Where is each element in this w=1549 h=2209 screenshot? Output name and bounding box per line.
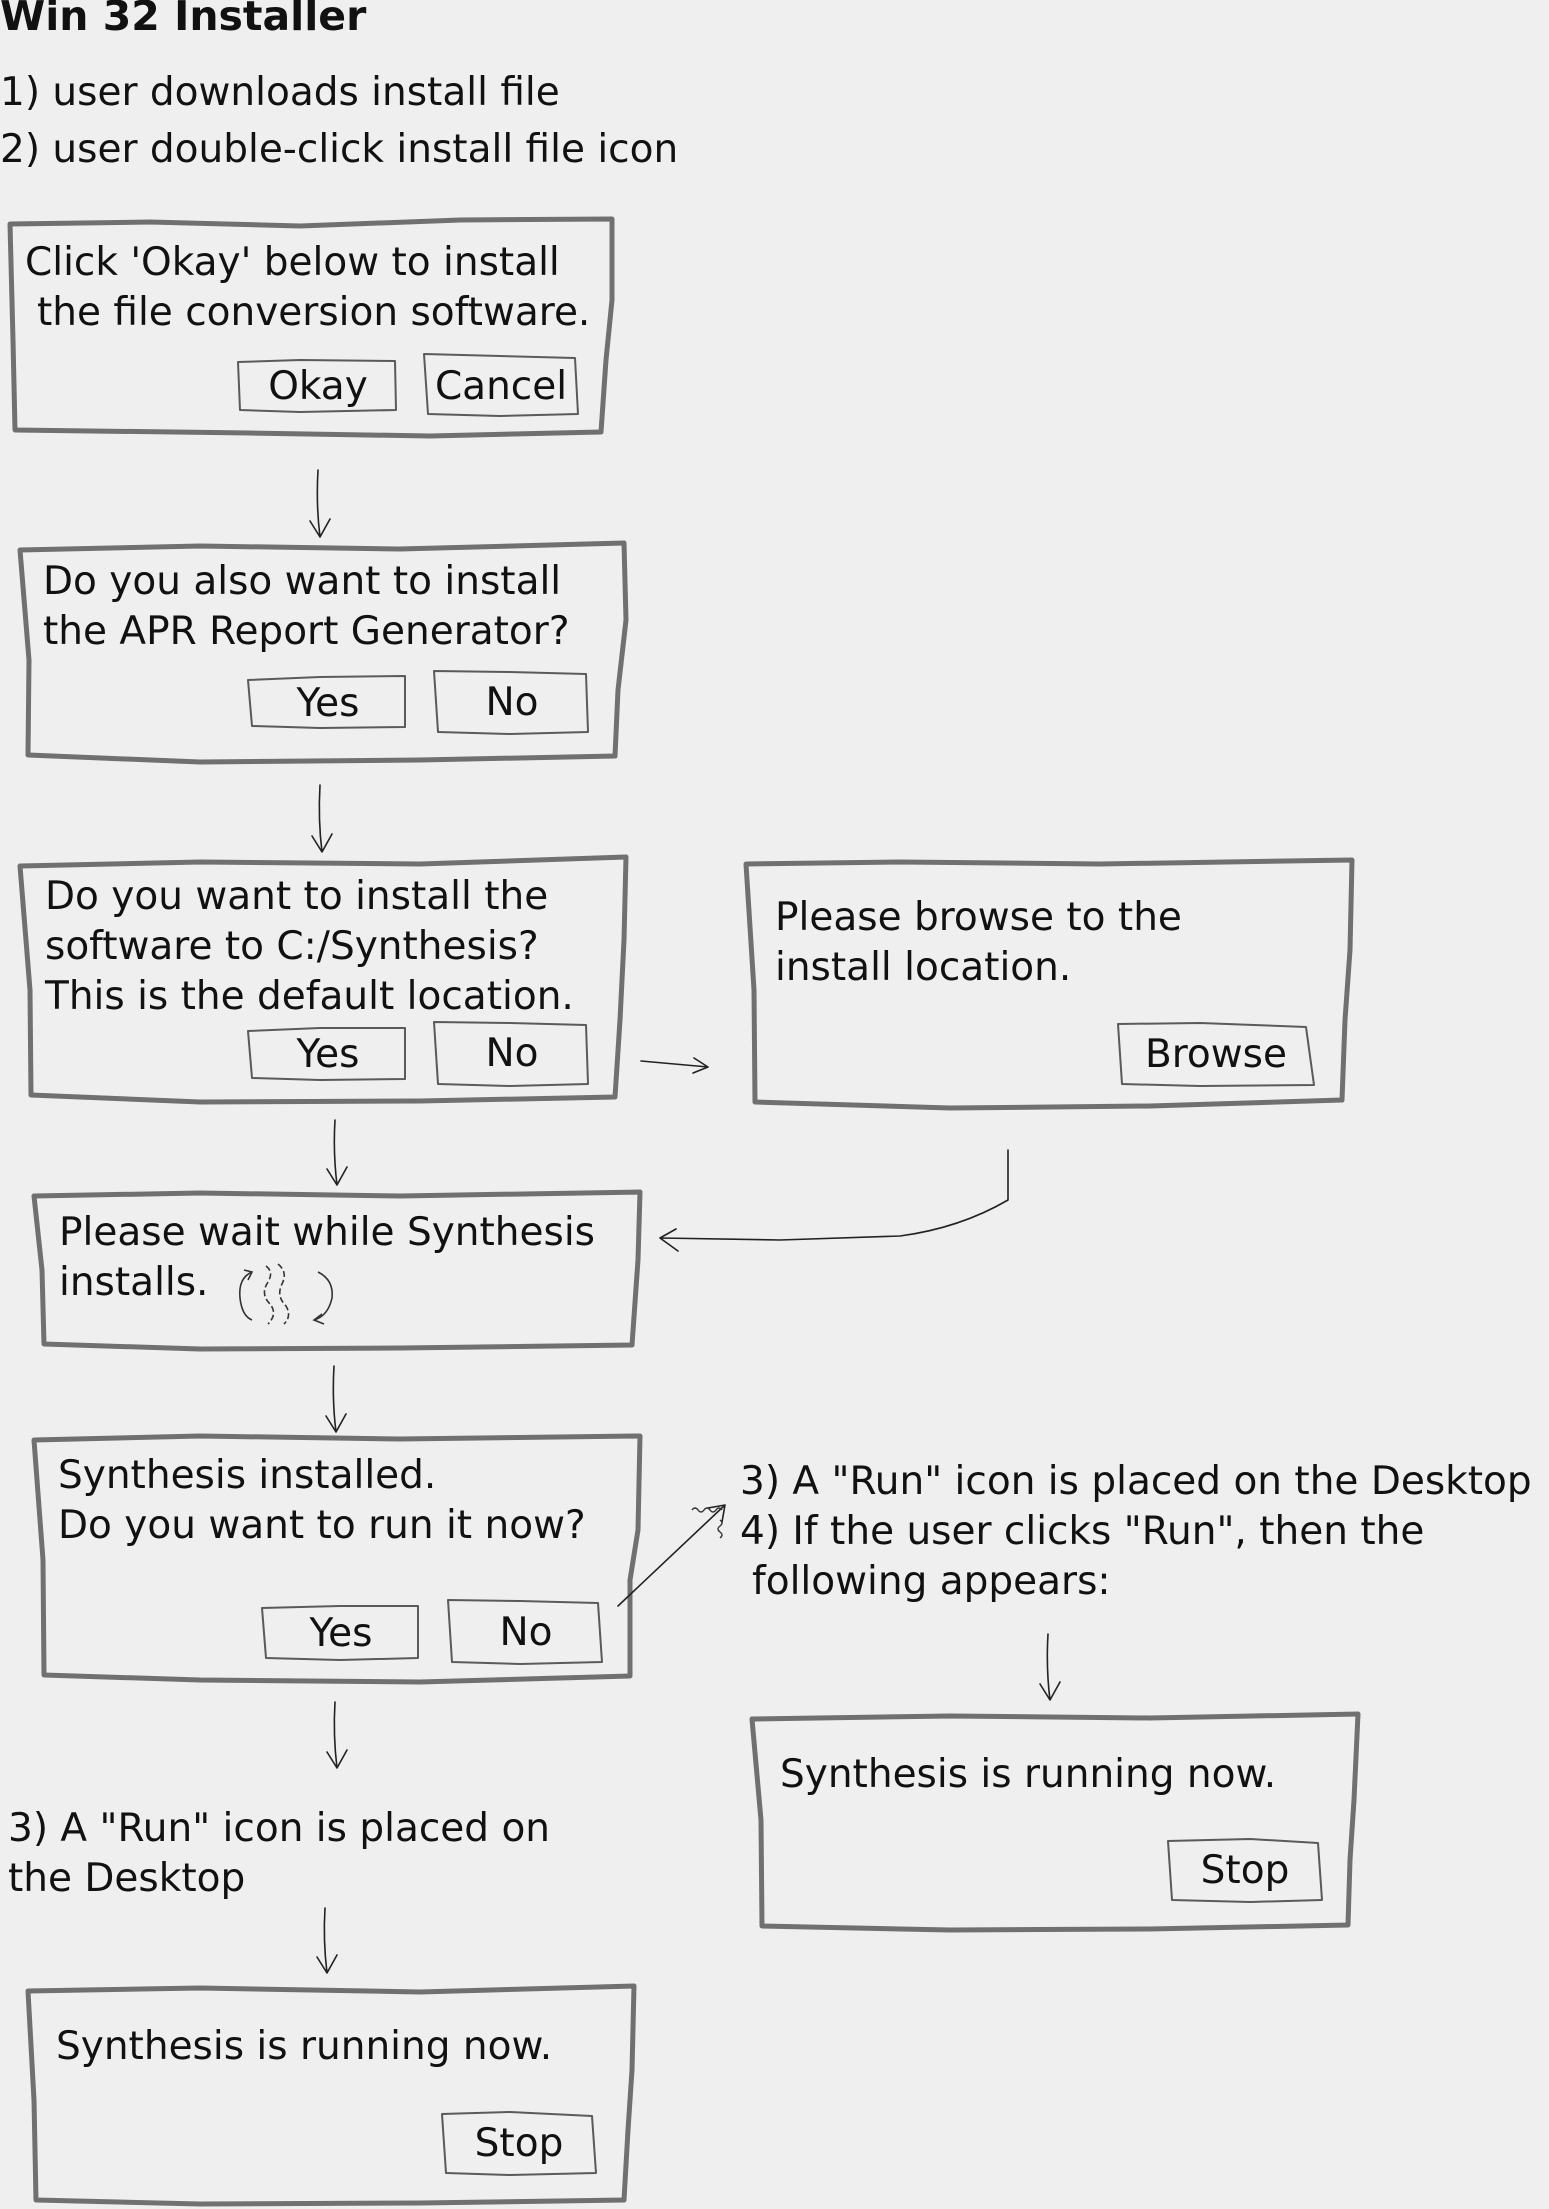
spinner-icon — [238, 1263, 334, 1325]
no-button[interactable]: No — [485, 679, 539, 725]
dialog-text-line: the file conversion software. — [37, 290, 591, 335]
yes-button[interactable]: Yes — [296, 680, 360, 726]
note-line: following appears: — [752, 1559, 1111, 1604]
note-line: the Desktop — [8, 1856, 246, 1901]
dialog-text-line: This is the default location. — [45, 974, 574, 1019]
note-line: 3) A "Run" icon is placed on the Desktop — [740, 1459, 1532, 1504]
dialog-frame-browse — [743, 857, 1355, 1111]
dialog-text-line: Do you want to run it now? — [58, 1503, 586, 1548]
flow-arrows — [309, 469, 1061, 1974]
note-line: 4) If the user clicks "Run", then the — [740, 1509, 1425, 1554]
dialog-frame-okay-cancel — [7, 216, 615, 439]
yes-button[interactable]: Yes — [296, 1031, 360, 1077]
okay-button[interactable]: Okay — [268, 363, 368, 409]
dialog-frame-running-right — [749, 1711, 1361, 1933]
dialog-text-line: Do you also want to install — [43, 559, 562, 604]
yes-button[interactable]: Yes — [309, 1610, 373, 1656]
dialog-text-line: Click 'Okay' below to install — [25, 240, 560, 285]
stop-button[interactable]: Stop — [1200, 1848, 1290, 1893]
page-title: Win 32 Installer — [0, 0, 367, 40]
dialog-text-line: Do you want to install the — [45, 874, 549, 919]
browse-button[interactable]: Browse — [1144, 1032, 1287, 1077]
dialog-text-line: install location. — [775, 945, 1072, 990]
dialog-frame-apr — [17, 540, 629, 765]
dialog-frame-installed — [31, 1433, 643, 1685]
no-button[interactable]: No — [499, 1609, 553, 1655]
note-line: 3) A "Run" icon is placed on — [8, 1806, 551, 1851]
dialog-text-line: software to C:/Synthesis? — [45, 924, 539, 969]
step-double-click: 2) user double-click install file icon — [0, 127, 679, 172]
dialog-text-line: the APR Report Generator? — [43, 609, 570, 654]
dialog-text-line: Please browse to the — [775, 895, 1182, 940]
dialog-text-line: Please wait while Synthesis — [59, 1210, 595, 1255]
stop-button[interactable]: Stop — [474, 2121, 564, 2166]
dialog-text-line: Synthesis is running now. — [780, 1752, 1277, 1797]
cancel-button[interactable]: Cancel — [434, 363, 568, 409]
dialog-text-line: installs. — [59, 1260, 209, 1305]
step-download: 1) user downloads install file — [0, 70, 560, 115]
dialog-text-line: Synthesis installed. — [58, 1453, 437, 1498]
no-button[interactable]: No — [485, 1031, 539, 1076]
dialog-frame-wait — [31, 1189, 643, 1352]
dialog-frame-running-bottom — [25, 1983, 637, 2207]
dialog-text-line: Synthesis is running now. — [56, 2024, 553, 2069]
dialog-frame-location — [17, 854, 629, 1105]
